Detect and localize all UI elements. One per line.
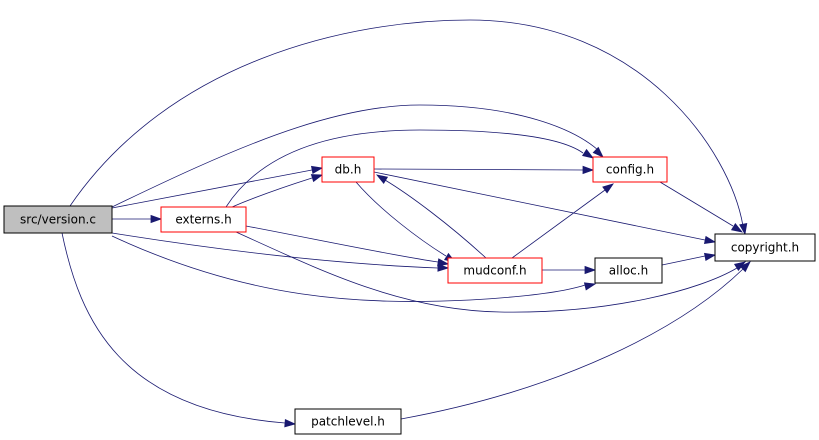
- node-label: patchlevel.h: [311, 415, 385, 429]
- arrowhead: [703, 235, 717, 244]
- node-config[interactable]: config.h: [592, 156, 668, 183]
- node-box: [592, 156, 668, 183]
- node-label: externs.h: [175, 213, 231, 227]
- arrowhead: [704, 252, 717, 262]
- edge-version-to-copyright: [69, 19, 748, 236]
- edge-line: [225, 129, 584, 208]
- node-box: [3, 205, 113, 234]
- arrowhead: [437, 258, 450, 267]
- edge-patchlevel-to-copyright: [400, 261, 751, 420]
- edge-version-to-alloc: [111, 235, 597, 302]
- node-box: [594, 257, 663, 284]
- edge-line: [384, 179, 487, 259]
- edge-line: [111, 169, 313, 209]
- arrowhead: [375, 174, 389, 184]
- node-patchlevel: patchlevel.h: [294, 408, 402, 435]
- edge-line: [373, 168, 584, 171]
- edge-line: [231, 177, 313, 208]
- edge-line: [61, 232, 286, 424]
- node-label: db.h: [335, 163, 362, 177]
- edge-version-to-db: [111, 165, 324, 209]
- edge-line: [355, 181, 447, 257]
- edge-line: [661, 255, 706, 266]
- edge-line: [109, 104, 599, 209]
- edge-mudconf-to-alloc: [542, 265, 597, 275]
- arrowhead: [584, 265, 597, 275]
- node-mudconf[interactable]: mudconf.h: [447, 257, 543, 284]
- edge-alloc-to-copyright: [661, 252, 717, 266]
- edge-line: [235, 231, 738, 313]
- node-label: copyright.h: [731, 241, 799, 255]
- node-db[interactable]: db.h: [321, 156, 375, 183]
- edge-line: [69, 19, 744, 227]
- edge-line: [245, 225, 439, 263]
- node-alloc: alloc.h: [594, 257, 663, 284]
- node-version: src/version.c: [3, 205, 113, 234]
- arrowhead: [150, 214, 163, 224]
- node-box: [294, 408, 402, 435]
- node-box: [714, 233, 816, 262]
- node-box: [321, 156, 375, 183]
- edge-layer: [61, 19, 751, 428]
- arrowhead: [739, 223, 748, 236]
- edge-version-to-patchlevel: [61, 232, 297, 428]
- node-label: mudconf.h: [463, 264, 526, 278]
- edge-version-to-config: [109, 104, 604, 209]
- edge-line: [659, 181, 734, 227]
- arrowhead: [730, 223, 744, 233]
- edge-db-to-config: [373, 165, 595, 175]
- node-copyright: copyright.h: [714, 233, 816, 262]
- edge-externs-to-config: [225, 129, 594, 208]
- edge-mudconf-to-db: [375, 174, 487, 259]
- edge-config-to-copyright: [659, 181, 744, 233]
- arrowhead: [583, 282, 597, 291]
- arrowhead: [592, 146, 604, 158]
- node-layer: src/version.c externs.h db.h config.h mudcon…: [3, 156, 816, 435]
- edge-externs-to-db: [231, 174, 324, 208]
- edge-line: [111, 235, 586, 302]
- arrowhead: [581, 148, 594, 159]
- node-box: [160, 206, 247, 233]
- node-label: config.h: [606, 163, 654, 177]
- edge-mudconf-to-config: [511, 183, 614, 259]
- arrowhead: [602, 183, 614, 194]
- arrowhead: [311, 165, 324, 175]
- edge-line: [373, 171, 706, 241]
- edge-externs-to-copyright: [235, 231, 747, 313]
- arrowhead: [310, 174, 324, 183]
- edge-line: [400, 268, 744, 420]
- node-externs[interactable]: externs.h: [160, 206, 247, 233]
- node-label: src/version.c: [20, 213, 96, 227]
- arrowhead: [582, 165, 595, 175]
- arrowhead: [739, 261, 751, 273]
- edge-line: [111, 232, 439, 269]
- edge-externs-to-mudconf: [245, 225, 450, 267]
- arrowhead: [284, 419, 297, 428]
- node-box: [447, 257, 543, 284]
- node-label: alloc.h: [609, 264, 648, 278]
- edge-db-to-copyright: [373, 171, 717, 244]
- edge-version-to-externs: [112, 214, 163, 224]
- edge-line: [511, 189, 606, 259]
